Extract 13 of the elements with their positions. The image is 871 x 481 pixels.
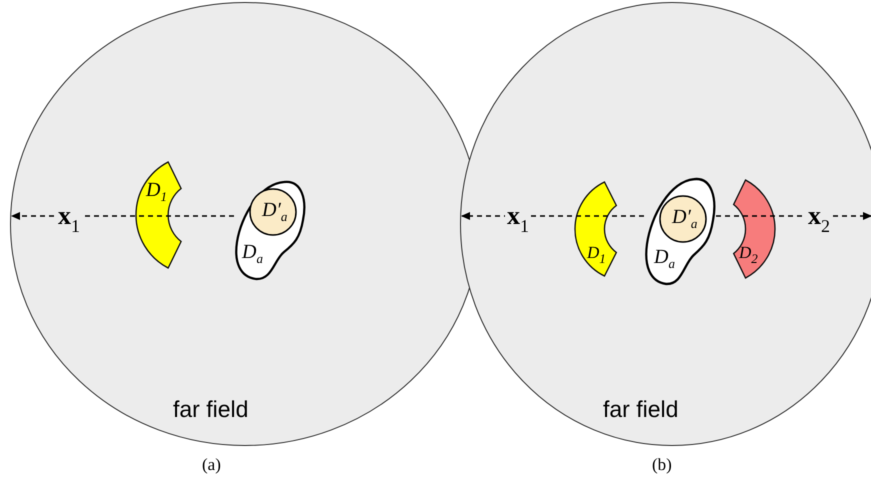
domain-label: D′$_{a}$ [672, 207, 698, 230]
panel-caption: (b) [652, 456, 672, 473]
domain-label: D$_{a}$ [654, 247, 675, 270]
domain-label: D$_{1}$ [587, 244, 606, 265]
domain-label: D$_{2}$ [739, 244, 758, 265]
region-label: far field [173, 398, 248, 421]
domain-label: D$_{a}$ [242, 242, 263, 265]
panel-caption: (a) [202, 456, 221, 473]
region-label: far field [603, 398, 678, 421]
dashed-arrow [461, 212, 644, 220]
dashed-arrow [11, 212, 234, 220]
domain-label: D$_{1}$ [146, 180, 167, 203]
domain-label: D′$_{a}$ [262, 200, 288, 223]
